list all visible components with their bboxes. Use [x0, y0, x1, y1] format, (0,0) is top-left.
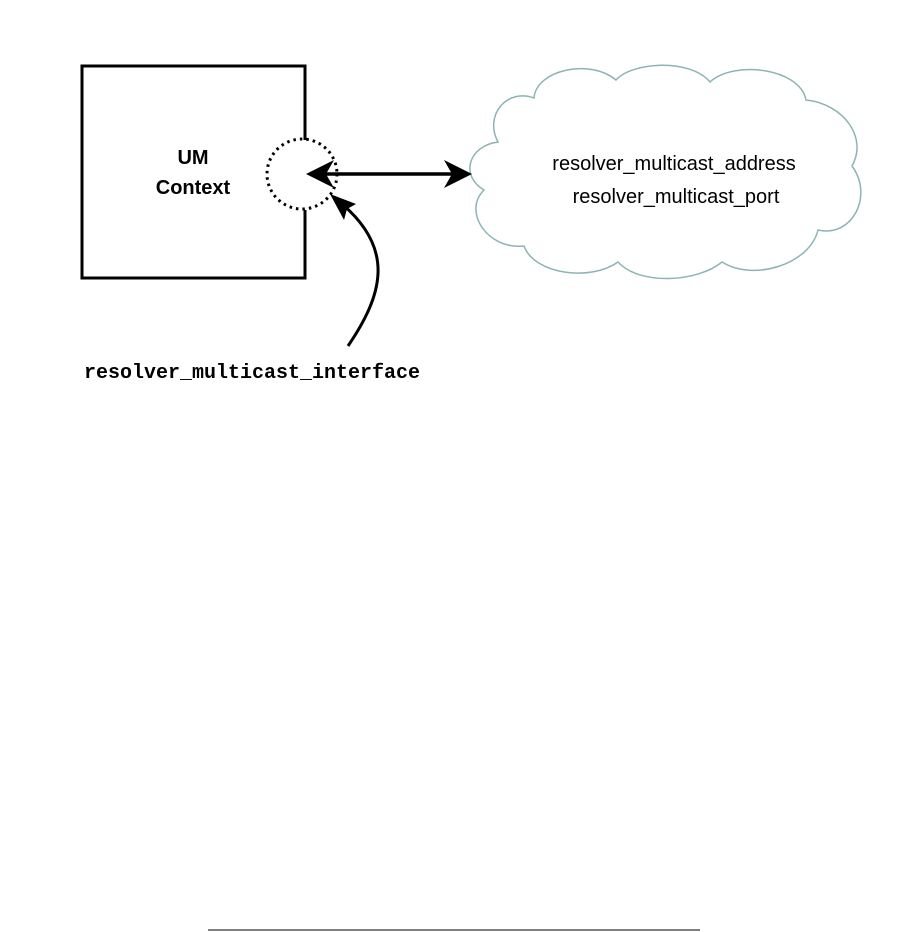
- context-box-label-line2: Context: [156, 177, 231, 199]
- cloud-outline: [469, 64, 862, 280]
- interface-pointer-arrow: [330, 194, 380, 347]
- um-context-box: UM Context: [80, 64, 307, 280]
- arrowhead-right: [444, 160, 472, 188]
- cloud-label-address: resolver_multicast_address: [552, 153, 795, 175]
- pointer-arrowhead: [330, 194, 356, 220]
- context-box-label-line1: UM: [177, 147, 208, 169]
- multicast-cloud: resolver_multicast_address resolver_mult…: [469, 64, 862, 280]
- cloud-label-port: resolver_multicast_port: [573, 186, 780, 208]
- bidirectional-arrow: [306, 160, 472, 188]
- arrowhead-left: [306, 160, 334, 188]
- interface-label: resolver_multicast_interface: [84, 362, 420, 385]
